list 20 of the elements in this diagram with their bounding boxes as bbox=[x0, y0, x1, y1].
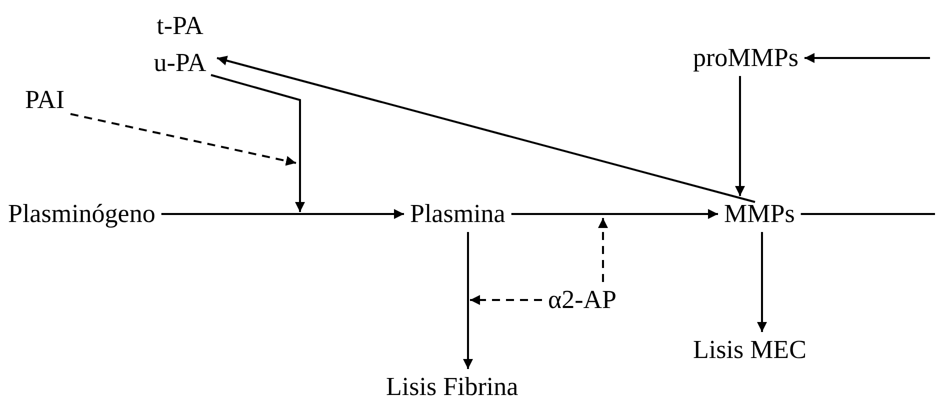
pathway-label: Plasminógeno bbox=[8, 196, 156, 232]
arrow bbox=[463, 232, 473, 369]
inhibition-arrow bbox=[70, 113, 296, 166]
pathway-label: PAI bbox=[25, 82, 65, 118]
pathway-label: proMMPs bbox=[693, 40, 798, 76]
arrow bbox=[210, 74, 305, 212]
arrow bbox=[757, 232, 767, 332]
inhibition-arrow bbox=[470, 295, 542, 305]
pathway-label: α2-AP bbox=[548, 282, 617, 318]
inhibition-arrow bbox=[598, 218, 608, 282]
pathway-label: Lisis MEC bbox=[693, 332, 806, 368]
arrow bbox=[511, 209, 718, 219]
arrow bbox=[735, 76, 745, 196]
arrow bbox=[216, 56, 756, 203]
pathway-label: Plasmina bbox=[410, 196, 506, 232]
pathway-label: Lisis Fibrina bbox=[386, 369, 518, 405]
pathway-label: MMPs bbox=[724, 196, 795, 232]
arrow bbox=[804, 53, 930, 63]
pathway-label: t-PA u-PA bbox=[149, 7, 211, 81]
arrow bbox=[161, 209, 404, 219]
